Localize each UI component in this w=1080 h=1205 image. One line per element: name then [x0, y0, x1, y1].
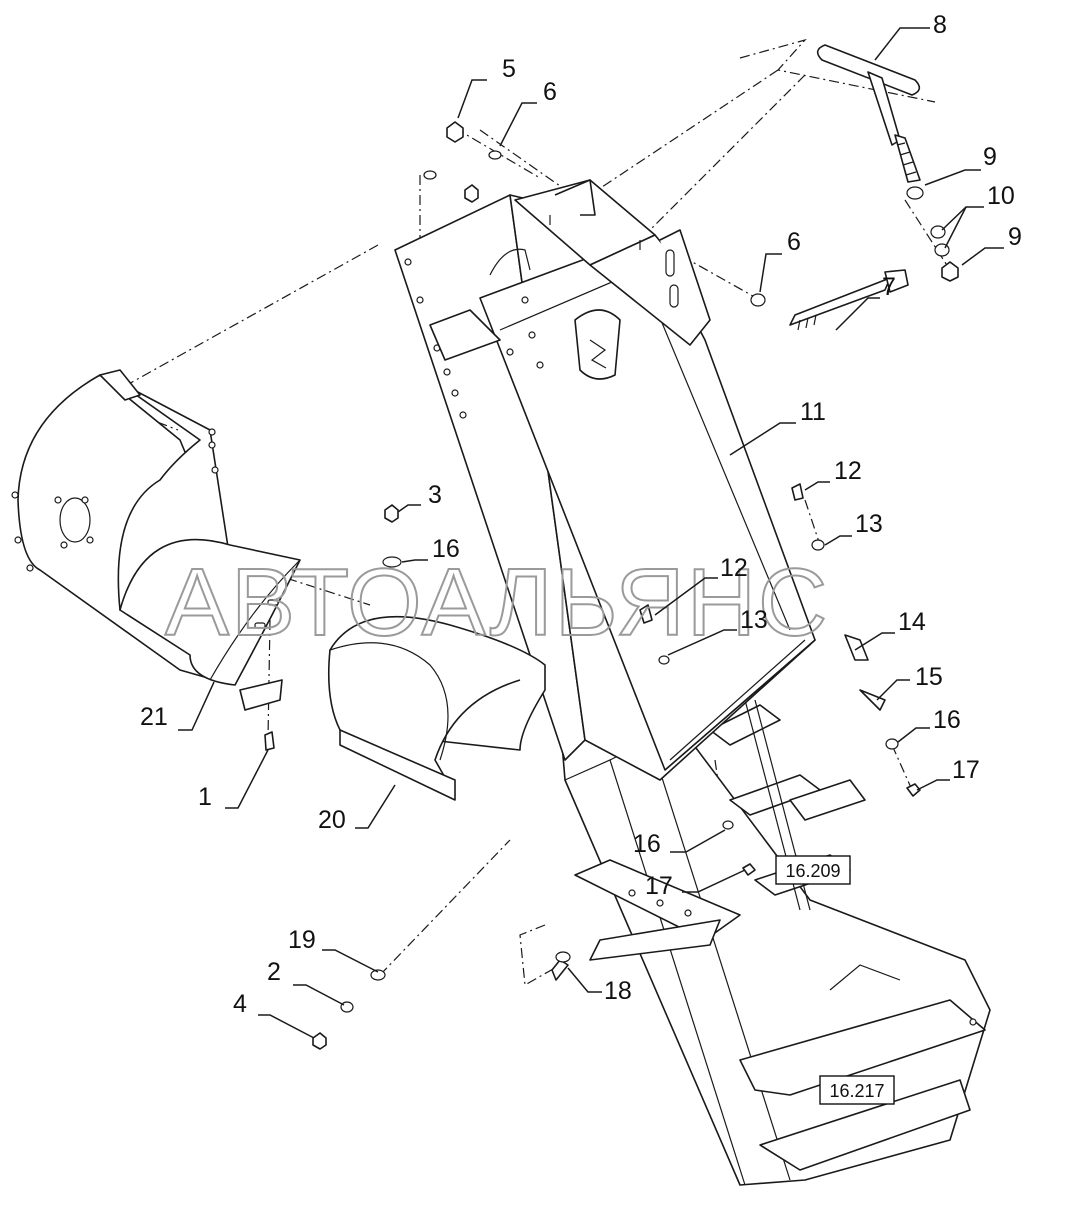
callout-13: 13 [855, 510, 883, 538]
callout-19: 19 [288, 926, 316, 954]
long-bolt [789, 269, 909, 331]
reference-box-16-217[interactable]: 16.217 [819, 1075, 895, 1105]
callout-17: 17 [952, 756, 980, 784]
callout-9: 9 [983, 143, 997, 171]
callout-12: 12 [720, 554, 748, 582]
upper-tube [394, 179, 816, 781]
callout-5: 5 [502, 55, 516, 83]
callout-4: 4 [233, 990, 247, 1018]
callout-17: 17 [645, 872, 673, 900]
callout-3: 3 [428, 481, 442, 509]
callout-16: 16 [933, 706, 961, 734]
callout-16: 16 [432, 535, 460, 563]
callout-6: 6 [543, 78, 557, 106]
elevator-duct [559, 699, 991, 1186]
callout-8: 8 [933, 11, 947, 39]
callout-18: 18 [604, 977, 632, 1005]
reference-label: 16.209 [785, 861, 840, 881]
callout-11: 11 [800, 398, 826, 426]
hardware [264, 121, 959, 1050]
leader-lines [178, 27, 1004, 1039]
callout-6: 6 [787, 228, 801, 256]
callout-14: 14 [898, 608, 926, 636]
t-handle [816, 44, 921, 183]
callout-9: 9 [1008, 223, 1022, 251]
callout-15: 15 [915, 663, 943, 691]
reference-label: 16.217 [829, 1081, 884, 1101]
callout-21: 21 [140, 703, 168, 731]
callout-16: 16 [633, 830, 661, 858]
callout-13: 13 [740, 606, 768, 634]
curved-shield [327, 615, 546, 801]
callout-2: 2 [267, 958, 281, 986]
callout-10: 10 [987, 182, 1015, 210]
callout-labels: 5 6 8 9 10 9 6 7 11 12 13 3 16 12 13 14 … [140, 11, 1022, 1018]
callout-12: 12 [834, 457, 862, 485]
callout-1: 1 [198, 783, 212, 811]
watermark: АВТОАЛЬЯНС [165, 549, 829, 656]
drum-housing [11, 369, 301, 711]
reference-box-16-209[interactable]: 16.209 [775, 855, 851, 885]
callout-7: 7 [882, 273, 896, 301]
callout-20: 20 [318, 806, 346, 834]
